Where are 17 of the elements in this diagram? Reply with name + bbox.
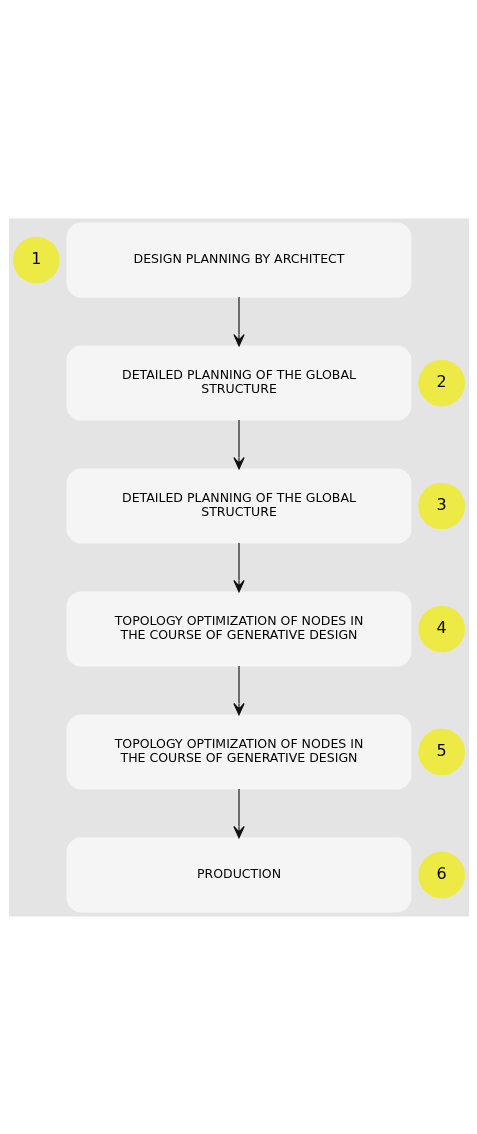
node-circle: 5 <box>417 728 465 775</box>
node-box: TOPOLOGY OPTIMIZATION OF NODES IN THE COURSE OF GENERATIVE DESIGN <box>66 590 411 667</box>
node-box: DESIGN PLANNING BY ARCHITECT <box>66 222 411 298</box>
node-box: DETAILED PLANNING OF THE GLOBAL STRUCTURE <box>66 467 411 544</box>
arrow <box>232 787 245 838</box>
node-box: TOPOLOGY OPTIMIZATION OF NODES IN THE COURSE OF GENERATIVE DESIGN <box>66 713 411 790</box>
arrow <box>232 664 245 715</box>
arrow <box>232 419 245 469</box>
node-box: PRODUCTION <box>66 836 411 912</box>
node-circle: 3 <box>417 482 465 529</box>
node-circle: 6 <box>417 851 465 898</box>
node-circle: 4 <box>417 605 465 652</box>
node-circle: 1 <box>12 236 60 283</box>
node-box: DETAILED PLANNING OF THE GLOBAL STRUCTURE <box>66 344 411 421</box>
arrow <box>232 541 245 592</box>
arrow <box>232 296 245 346</box>
node-circle: 2 <box>417 359 465 406</box>
